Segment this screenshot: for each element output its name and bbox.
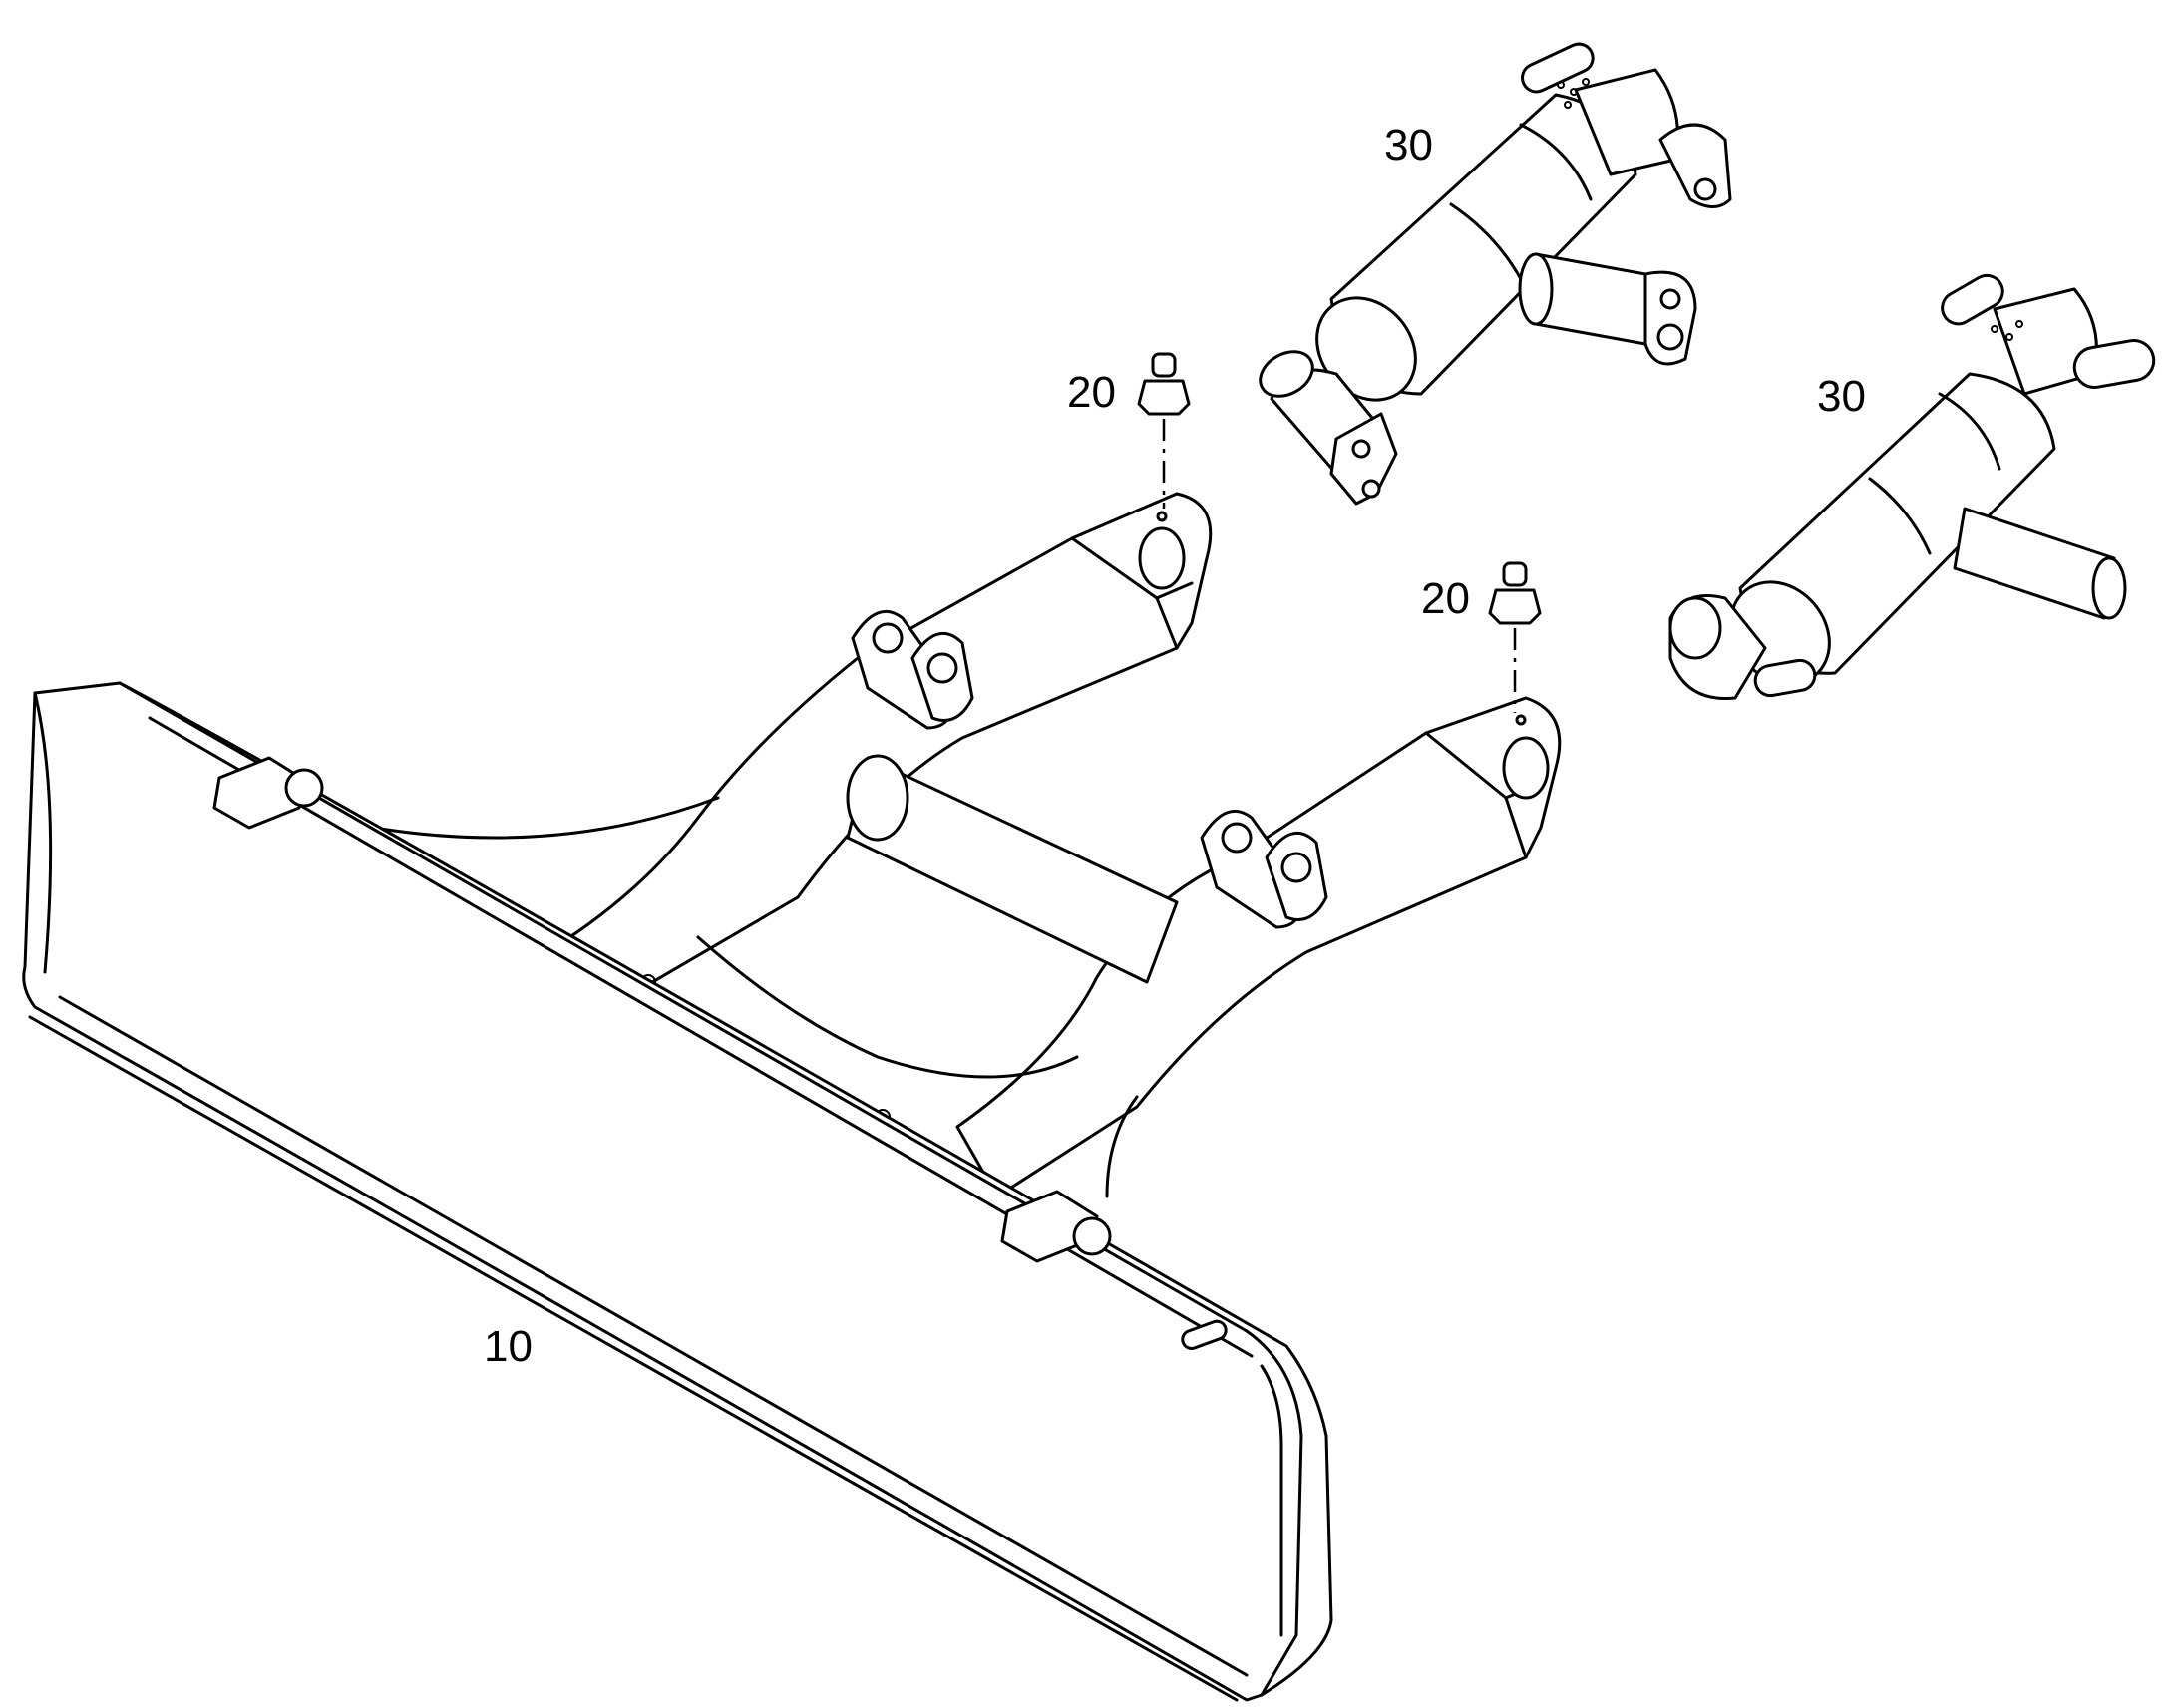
dozer-blade bbox=[22, 681, 1333, 1702]
callout-cylinder-upper: 30 bbox=[1384, 121, 1433, 170]
grease-nipple-left bbox=[1137, 352, 1191, 509]
callout-cylinder-right: 30 bbox=[1817, 372, 1866, 421]
hydraulic-cylinder-right bbox=[1668, 273, 2156, 700]
callout-grease-nipple-right: 20 bbox=[1421, 574, 1470, 623]
hydraulic-cylinder-upper bbox=[1259, 42, 1732, 506]
grease-nipple-right bbox=[1488, 561, 1542, 713]
callout-blade: 10 bbox=[484, 1322, 533, 1371]
callout-grease-nipple-left: 20 bbox=[1067, 368, 1116, 417]
dozer-frame bbox=[372, 492, 1562, 1198]
